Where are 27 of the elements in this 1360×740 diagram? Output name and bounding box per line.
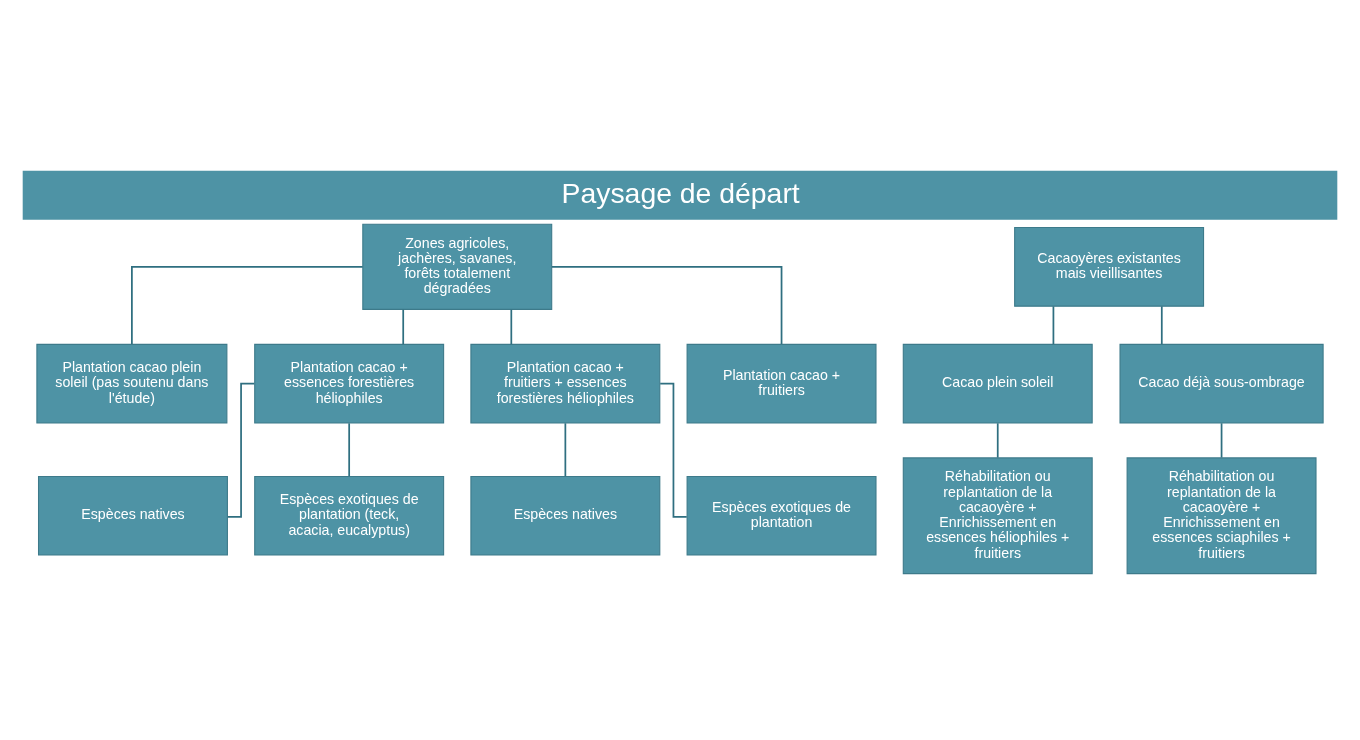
connector <box>131 265 364 345</box>
node-box: Réhabilitation ou replantation de la cacaoyère + Enrichissement en essences sciaphiles + fruitiers <box>1126 457 1317 575</box>
diagram-title: Paysage de départ <box>561 176 800 209</box>
node-box: Plantation cacao + fruitiers + essences forestières héliophiles <box>470 343 661 424</box>
connector <box>348 422 351 478</box>
node-box: Espèces natives <box>38 475 228 556</box>
node-box: Espèces exotiques de plantation <box>686 475 877 556</box>
connector <box>1220 422 1223 459</box>
connector <box>510 308 513 346</box>
connector <box>551 265 783 345</box>
node-box: Cacaoyères existantes mais vieillisantes <box>1014 226 1205 307</box>
node-box: Cacao déjà sous-ombrage <box>1119 343 1324 424</box>
node-box: Plantation cacao + essences forestières héliophiles <box>254 343 445 424</box>
node-box: Plantation cacao + fruitiers <box>686 343 877 424</box>
node-box: Zones agricoles, jachères, savanes, forêts totalement dégradées <box>362 223 553 310</box>
connector <box>1160 305 1163 345</box>
node-box: Réhabilitation ou replantation de la cacaoyère + Enrichissement en essences héliophiles + fruitiers <box>902 457 1093 575</box>
node-box: Espèces natives <box>470 475 661 556</box>
node-box: Cacao plein soleil <box>902 343 1093 424</box>
connector <box>226 382 256 518</box>
connector <box>1052 305 1055 345</box>
connector <box>402 308 405 346</box>
connector <box>659 382 688 518</box>
connector <box>996 422 999 459</box>
node-box: Plantation cacao plein soleil (pas soutenu dans l'étude) <box>36 343 228 424</box>
node-box: Espèces exotiques de plantation (teck, acacia, eucalyptus) <box>254 475 445 556</box>
connector <box>564 422 567 478</box>
